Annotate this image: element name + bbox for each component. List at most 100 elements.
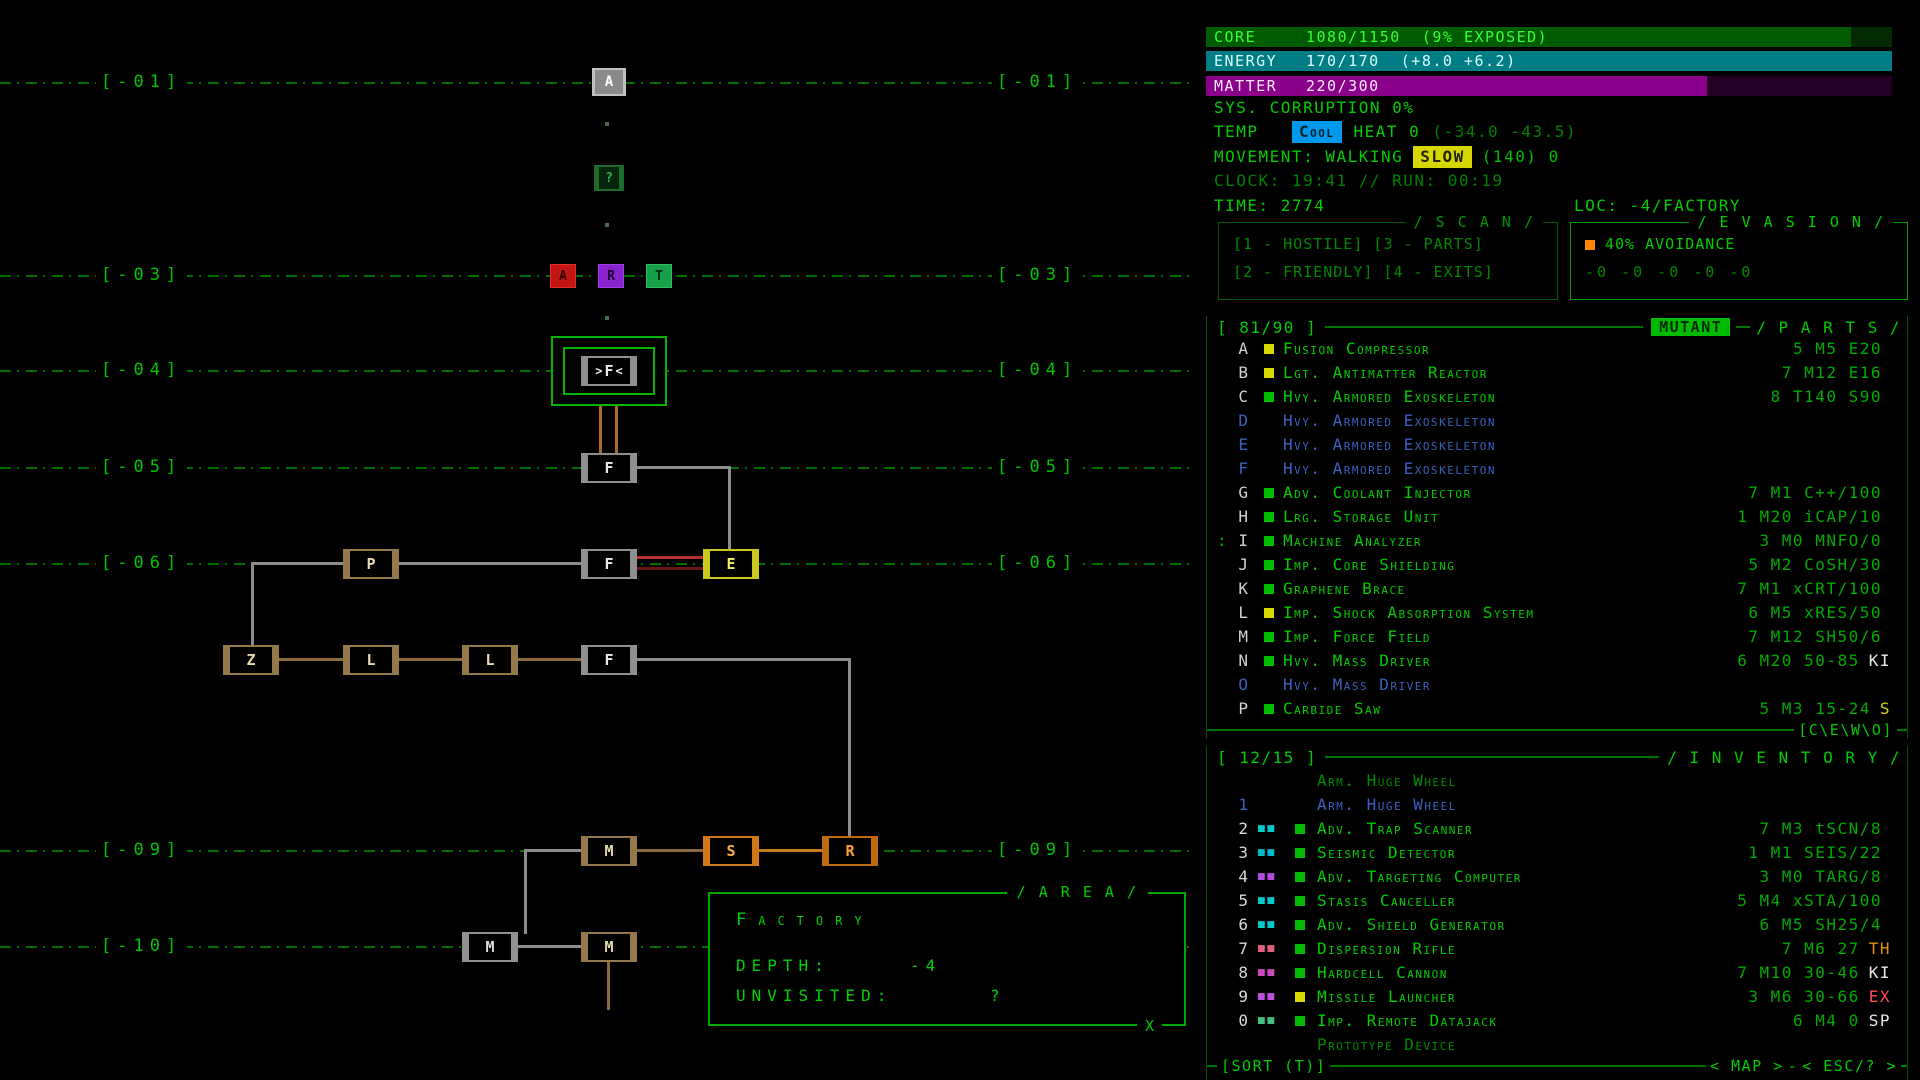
map-exit-node[interactable]: R bbox=[822, 836, 878, 866]
map-exit-node[interactable]: P bbox=[343, 549, 399, 579]
part-row[interactable]: G Adv. Coolant Injector 7 M1 C++/100 bbox=[1207, 481, 1907, 505]
map-exit-node[interactable]: F bbox=[581, 645, 637, 675]
part-prefix: : bbox=[1217, 531, 1229, 550]
inventory-row[interactable]: Prototype Device bbox=[1207, 1033, 1907, 1057]
map-exit-node[interactable]: M bbox=[462, 932, 518, 962]
map-route-connector bbox=[607, 962, 610, 1010]
part-stat-suffix: S bbox=[1879, 699, 1891, 718]
map-exit-node[interactable]: F bbox=[581, 549, 637, 579]
part-name: Hvy. Mass Driver bbox=[1283, 675, 1432, 694]
avoidance-text: 40% AVOIDANCE bbox=[1605, 235, 1736, 253]
time-text: TIME: 2774 bbox=[1214, 196, 1326, 215]
map-exit-node[interactable]: Z bbox=[223, 645, 279, 675]
part-slot-letter: I bbox=[1238, 531, 1250, 550]
sort-button[interactable]: [SORT (T)] bbox=[1221, 1057, 1327, 1075]
map-exit-node[interactable]: L bbox=[462, 645, 518, 675]
part-status-indicator bbox=[1264, 440, 1274, 450]
scan-option-row-2[interactable]: [2 - FRIENDLY] [4 - EXITS] bbox=[1233, 263, 1494, 281]
map-current-node[interactable]: >F< bbox=[581, 356, 637, 386]
depth-label-left: [-06] bbox=[96, 553, 188, 573]
map-exit-node[interactable]: S bbox=[703, 836, 759, 866]
parts-filter-toggles[interactable]: [C\E\W\O] bbox=[1798, 721, 1893, 739]
map-exit-node[interactable]: A bbox=[592, 68, 626, 96]
map-marker[interactable]: T bbox=[646, 264, 672, 288]
part-slot-letter: K bbox=[1238, 579, 1250, 598]
area-name: Factory bbox=[736, 910, 874, 930]
map-node-letter: R bbox=[845, 842, 855, 860]
map-button[interactable]: < MAP > bbox=[1709, 1057, 1784, 1075]
item-name: Adv. Shield Generator bbox=[1317, 915, 1506, 934]
map-exit-node[interactable]: E bbox=[703, 549, 759, 579]
scan-option-row-1[interactable]: [1 - HOSTILE] [3 - PARTS] bbox=[1233, 235, 1484, 253]
part-name: Hvy. Armored Exoskeleton bbox=[1283, 411, 1497, 430]
depth-label-left: [-03] bbox=[96, 265, 188, 285]
map-node-letter: S bbox=[726, 842, 736, 860]
part-slot-letter: G bbox=[1238, 483, 1250, 502]
map-marker[interactable]: R bbox=[598, 264, 624, 288]
energy-bar-fill bbox=[1206, 51, 1892, 71]
part-status-indicator bbox=[1264, 608, 1274, 618]
map-marker-hostile[interactable]: A bbox=[550, 264, 576, 288]
part-name: Adv. Coolant Injector bbox=[1283, 483, 1472, 502]
core-label: CORE bbox=[1214, 28, 1257, 46]
depth-label-right: [-04] bbox=[992, 360, 1084, 380]
header-line bbox=[1325, 326, 1644, 328]
inventory-slot-number: 2 bbox=[1238, 819, 1250, 838]
part-status-indicator bbox=[1264, 464, 1274, 474]
part-stat: 7 M1 C++/100 bbox=[1748, 483, 1882, 502]
item-type-icon: ■■ bbox=[1257, 824, 1277, 834]
area-box-title: / A R E A / bbox=[1006, 883, 1148, 901]
part-stat: 5 M5 E20 bbox=[1792, 339, 1882, 358]
map-route-connector bbox=[615, 406, 618, 453]
part-name: Carbide Saw bbox=[1283, 699, 1382, 718]
inventory-row[interactable]: Arm. Huge Wheel bbox=[1207, 769, 1907, 793]
area-box-close[interactable]: X bbox=[1136, 1017, 1162, 1035]
scan-panel: / S C A N / [1 - HOSTILE] [3 - PARTS] [2… bbox=[1218, 213, 1558, 300]
map-route-connector bbox=[848, 658, 851, 838]
map-node-letter: F bbox=[604, 459, 614, 477]
parts-footer: [C\E\W\O] bbox=[1207, 721, 1907, 739]
map-exit-node[interactable]: F bbox=[581, 453, 637, 483]
part-name: Hvy. Armored Exoskeleton bbox=[1283, 459, 1497, 478]
evasion-modifiers: -0 -0 -0 -0 -0 bbox=[1585, 263, 1754, 281]
map-unknown-node[interactable]: ? bbox=[594, 165, 624, 191]
item-type-icon: ■■ bbox=[1257, 968, 1277, 978]
map-route-connector bbox=[251, 562, 254, 647]
map-exit-node[interactable]: M bbox=[581, 932, 637, 962]
inventory-slot-number: 3 bbox=[1238, 843, 1250, 862]
inventory-slot-number: 9 bbox=[1238, 987, 1250, 1006]
map-exit-node[interactable]: M bbox=[581, 836, 637, 866]
map-exit-node[interactable]: L bbox=[343, 645, 399, 675]
inventory-slot-number: 5 bbox=[1238, 891, 1250, 910]
part-name: Fusion Compressor bbox=[1283, 339, 1431, 358]
item-type-icon: ■■ bbox=[1257, 992, 1277, 1002]
esc-help-button[interactable]: < ESC/? > bbox=[1802, 1057, 1897, 1075]
